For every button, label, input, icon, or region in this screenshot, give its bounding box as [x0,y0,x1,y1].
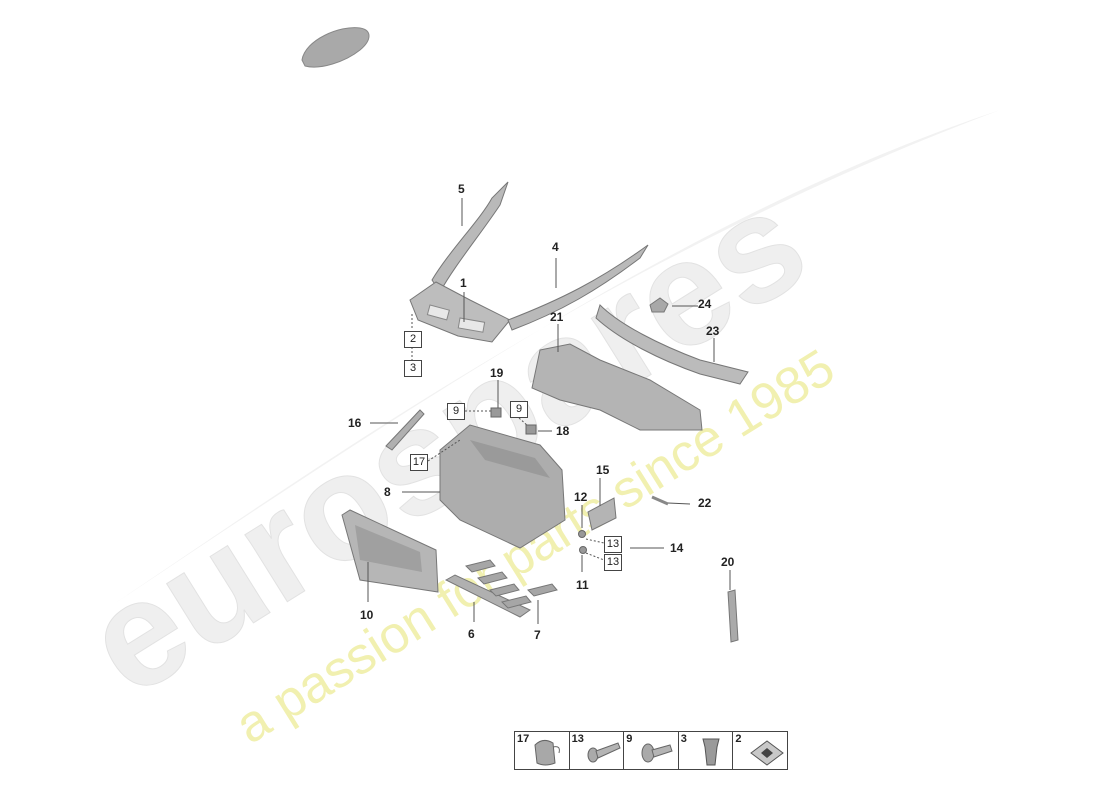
part-5-trim [431,181,509,293]
callout-14: 14 [670,541,684,555]
part-23-trim [595,304,749,385]
ref-box-17: 17 [410,454,428,471]
callout-12: 12 [574,490,588,504]
callout-18: 18 [556,424,570,438]
callout-24: 24 [698,297,712,311]
part-19-clip [490,407,502,418]
callout-22: 22 [698,496,712,510]
part-1-frame [409,281,511,343]
legend-number: 2 [735,733,742,745]
legend-number: 17 [517,733,530,745]
legend-item-17: 17 [515,732,570,769]
part-20-strip [727,589,739,643]
legend-item-9: 9 [624,732,679,769]
callout-8: 8 [384,485,391,499]
callout-19: 19 [490,366,504,380]
legend-push-clip-icon [641,743,673,763]
part-21-panel [531,343,703,431]
callout-4: 4 [552,240,559,254]
legend-item-3: 3 [679,732,734,769]
part-11-nut [579,546,587,554]
ref-box-2: 2 [404,331,422,348]
callout-7: 7 [534,628,541,642]
callout-11: 11 [576,578,589,592]
ref-box-3: 3 [404,360,422,377]
part-24-clip [649,297,669,313]
legend-bolt-icon [587,742,621,763]
ref-box-13-bottom: 13 [604,554,622,571]
part-12-nut [578,530,586,538]
legend-cap-icon [534,739,560,766]
legend-pad-icon [750,740,785,766]
part-4-trim [507,244,649,331]
part-8-tub [439,424,566,549]
ref-box-9-right: 9 [510,401,528,418]
callout-10: 10 [360,608,374,622]
part-18-clip [525,424,537,435]
part-7-pads [465,559,558,609]
callout-1: 1 [460,276,467,290]
callout-5: 5 [458,182,465,196]
callout-6: 6 [468,627,475,641]
part-15-cover [587,497,617,531]
ref-box-9-left: 9 [447,403,465,420]
callout-21: 21 [550,310,564,324]
small-parts-legend: 17 13 9 3 2 [514,731,788,770]
legend-clip-nut-icon [702,738,720,766]
callout-23: 23 [706,324,720,338]
callout-20: 20 [721,555,735,569]
callout-16: 16 [348,416,362,430]
part-22-clip [651,495,669,506]
leader-lines [367,198,731,624]
callout-15: 15 [596,463,610,477]
car-thumbnail [301,27,370,68]
legend-number: 13 [571,733,584,745]
part-16-strip [385,409,425,451]
ref-box-13-top: 13 [604,536,622,553]
legend-item-2: 2 [733,732,787,769]
legend-number: 3 [680,733,687,745]
legend-number: 9 [626,733,633,745]
legend-item-13: 13 [570,732,625,769]
